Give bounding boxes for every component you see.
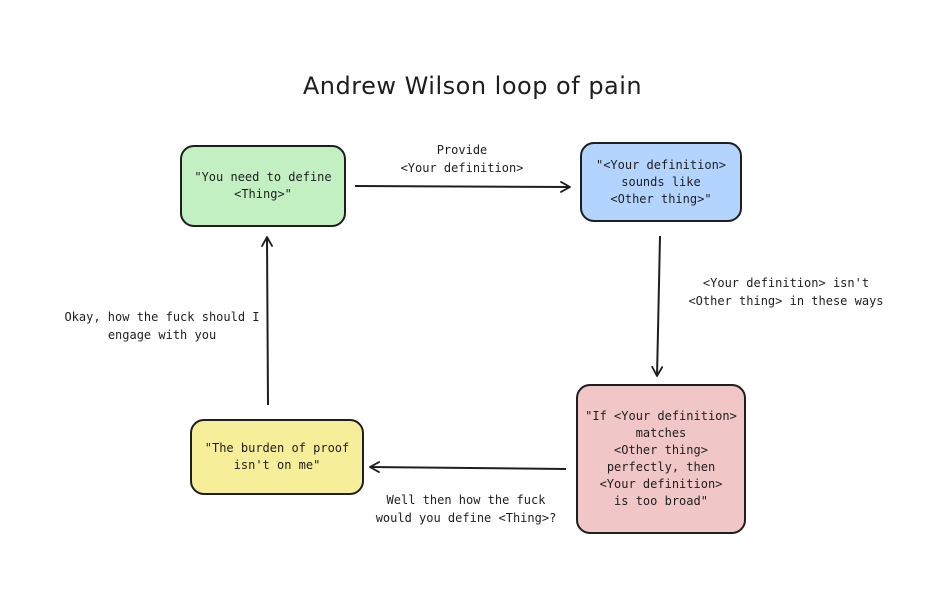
- node-sounds-like-text: "<Your definition> sounds like <Other th…: [595, 157, 727, 206]
- node-burden-of-proof: "The burden of proof isn't on me": [190, 419, 364, 495]
- node-burden-of-proof-text: "The burden of proof isn't on me": [204, 441, 350, 472]
- node-define-thing-text: "You need to define <Thing>": [194, 170, 332, 201]
- edge-label-isnt: <Your definition> isn't <Other thing> in…: [688, 276, 884, 308]
- arrow-provide: [354, 181, 571, 193]
- edge-label-okay: Okay, how the fuck should I engage with …: [64, 310, 260, 342]
- edge-label-well-then: Well then how the fuck would you define …: [375, 493, 557, 525]
- arrow-isnt: [651, 235, 664, 377]
- node-sounds-like: "<Your definition> sounds like <Other th…: [580, 142, 742, 222]
- node-too-broad: "If <Your definition> matches <Other thi…: [576, 384, 746, 534]
- node-define-thing: "You need to define <Thing>": [180, 145, 346, 227]
- diagram-title: Andrew Wilson loop of pain: [302, 72, 643, 100]
- edge-label-provide: Provide <Your definition>: [400, 143, 524, 175]
- node-too-broad-text: "If <Your definition> matches <Other thi…: [585, 409, 737, 508]
- arrow-okay: [261, 236, 273, 406]
- arrow-well-then: [369, 461, 567, 473]
